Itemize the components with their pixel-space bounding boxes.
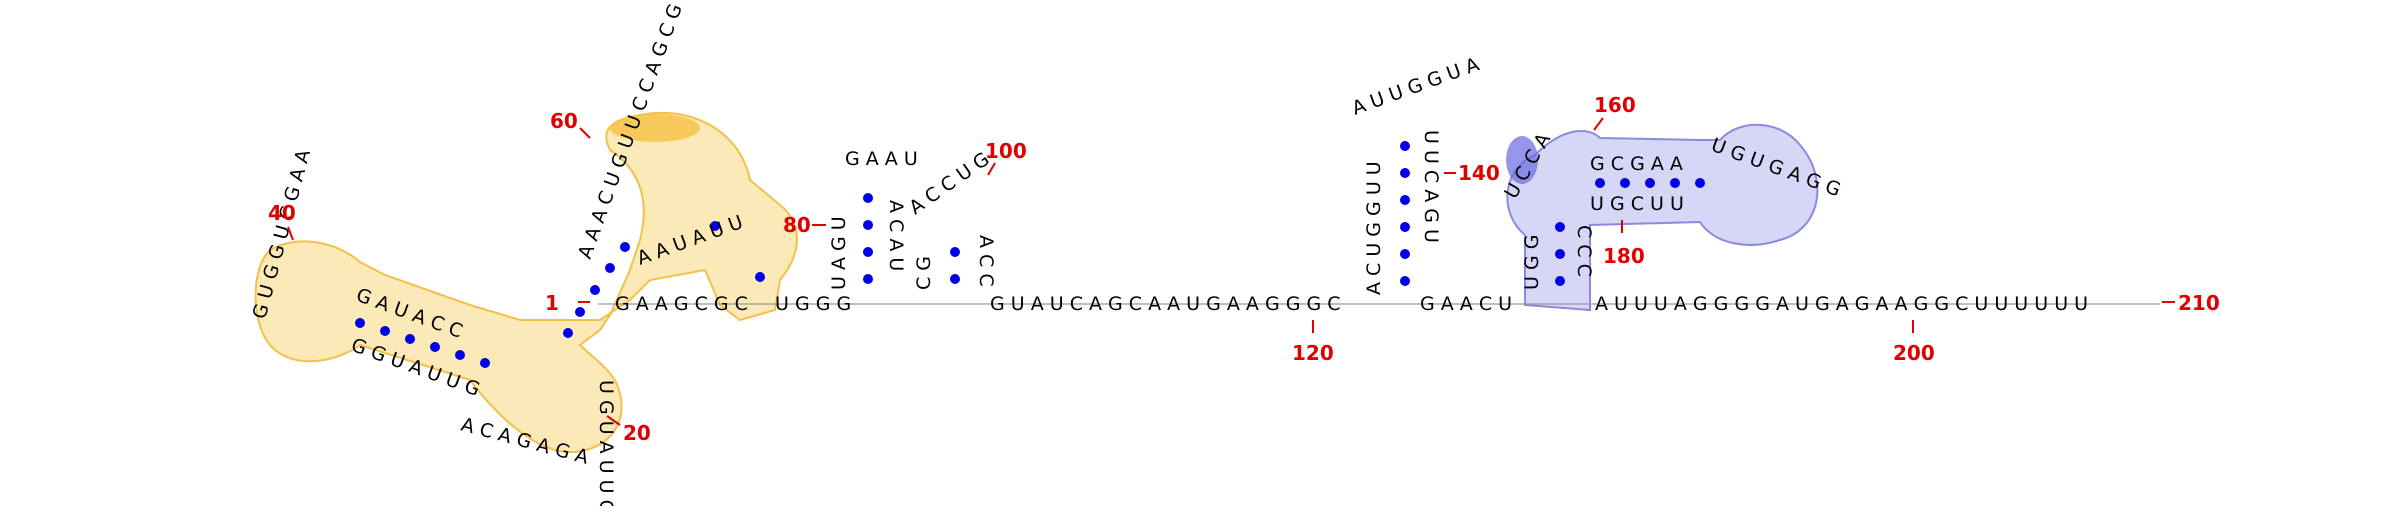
tick-100: [987, 162, 996, 176]
base-pair-dot: [430, 342, 440, 352]
base-pair-dot: [605, 263, 615, 273]
base-pair-dot: [1400, 141, 1410, 151]
tick-60: [579, 127, 591, 139]
seq-linker-a: G A A G C G C: [615, 293, 748, 315]
base-pair-dot: [863, 220, 873, 230]
label-100: 100: [985, 139, 1027, 163]
base-pair-dot: [950, 247, 960, 257]
base-pair-dot: [480, 358, 490, 368]
base-pair-dot: [1555, 276, 1565, 286]
base-pair-dot: [863, 193, 873, 203]
base-pair-dot: [1595, 178, 1605, 188]
position-labels: 1 20 40 60 80 100 120 140 160 180 200 21…: [268, 93, 2220, 445]
label-160: 160: [1594, 93, 1636, 117]
highlight-blue-region: [1506, 123, 1819, 312]
base-pair-dot: [575, 307, 585, 317]
seq-blue-inner-top: G C G A A: [1590, 153, 1683, 175]
label-1: 1: [545, 291, 559, 315]
base-pair-dot: [1670, 178, 1680, 188]
seq-tail: A U U U A G G G G A U G A G A A G G C U …: [1595, 293, 2088, 315]
tick-40: [287, 226, 294, 241]
highlight-orange-region: [254, 111, 798, 454]
seq-hp2-right: A C C: [975, 235, 997, 287]
base-pair-dot: [755, 272, 765, 282]
orange-highlight-hairpin-left: [254, 111, 798, 454]
label-120: 120: [1292, 341, 1334, 365]
orange-accent-patch: [610, 114, 700, 142]
base-pair-dot: [1400, 168, 1410, 178]
label-20: 20: [623, 421, 651, 445]
label-40: 40: [268, 201, 296, 225]
base-pair-dot: [1400, 276, 1410, 286]
seq-run-c: G A A C U: [1420, 293, 1512, 315]
base-pair-dot: [563, 328, 573, 338]
seq-hp3-right: U U C A G U: [1420, 130, 1442, 243]
seq-blue-stem-left: U G G: [1521, 235, 1543, 290]
base-pair-dot: [1695, 178, 1705, 188]
blue-highlight-path: [1506, 123, 1819, 312]
base-pair-dot: [620, 242, 630, 252]
seq-hp2-left: C G: [913, 256, 935, 290]
base-pair-dot: [863, 274, 873, 284]
seq-stem-left-5prime: U G U A U U G: [595, 380, 617, 506]
base-pair-dot: [380, 326, 390, 336]
seq-hp1-right: A C A U: [885, 200, 907, 271]
tick-160: [1593, 117, 1604, 131]
seq-linker-b: U G G G: [775, 293, 851, 315]
base-pair-dot: [1400, 249, 1410, 259]
base-pair-dot: [1400, 195, 1410, 205]
label-200: 200: [1893, 341, 1935, 365]
base-pair-dot: [455, 350, 465, 360]
seq-hp1-left: U A G U: [828, 216, 850, 290]
base-pair-dot: [863, 247, 873, 257]
nucleotide-sequences: U G U A U U G A C A G A G A G A U A C C …: [249, 0, 2088, 506]
seq-hp2-loop: A C C U G: [905, 148, 993, 219]
label-140: 140: [1458, 161, 1500, 185]
base-pair-dot: [1400, 222, 1410, 232]
base-pair-dot: [710, 221, 720, 231]
seq-hp3-loop: A U U G G U A: [1349, 53, 1482, 119]
base-pair-dot: [1555, 249, 1565, 259]
seq-run-mid: G U A U C A G C A A U G A A G G G C: [990, 293, 1341, 315]
label-180: 180: [1603, 244, 1645, 268]
label-210: 210: [2178, 291, 2220, 315]
base-pair-dot: [950, 274, 960, 284]
base-pair-dot: [1620, 178, 1630, 188]
base-pair-markers: [355, 141, 1705, 368]
seq-blue-inner-bottom: U G C U U: [1590, 193, 1684, 215]
base-pair-dot: [1645, 178, 1655, 188]
tick-20: [606, 415, 621, 426]
base-pair-dot: [355, 318, 365, 328]
label-60: 60: [550, 109, 578, 133]
base-pair-dot: [590, 285, 600, 295]
base-pair-dot: [1555, 222, 1565, 232]
seq-hp1-loop: G A A U: [845, 148, 918, 170]
blue-accent-patch: [1506, 136, 1538, 184]
seq-hp3-left: A C U G G U U: [1363, 161, 1385, 295]
label-80: 80: [783, 213, 811, 237]
base-pair-dot: [405, 334, 415, 344]
seq-blue-stem-right: C C C: [1573, 225, 1595, 277]
